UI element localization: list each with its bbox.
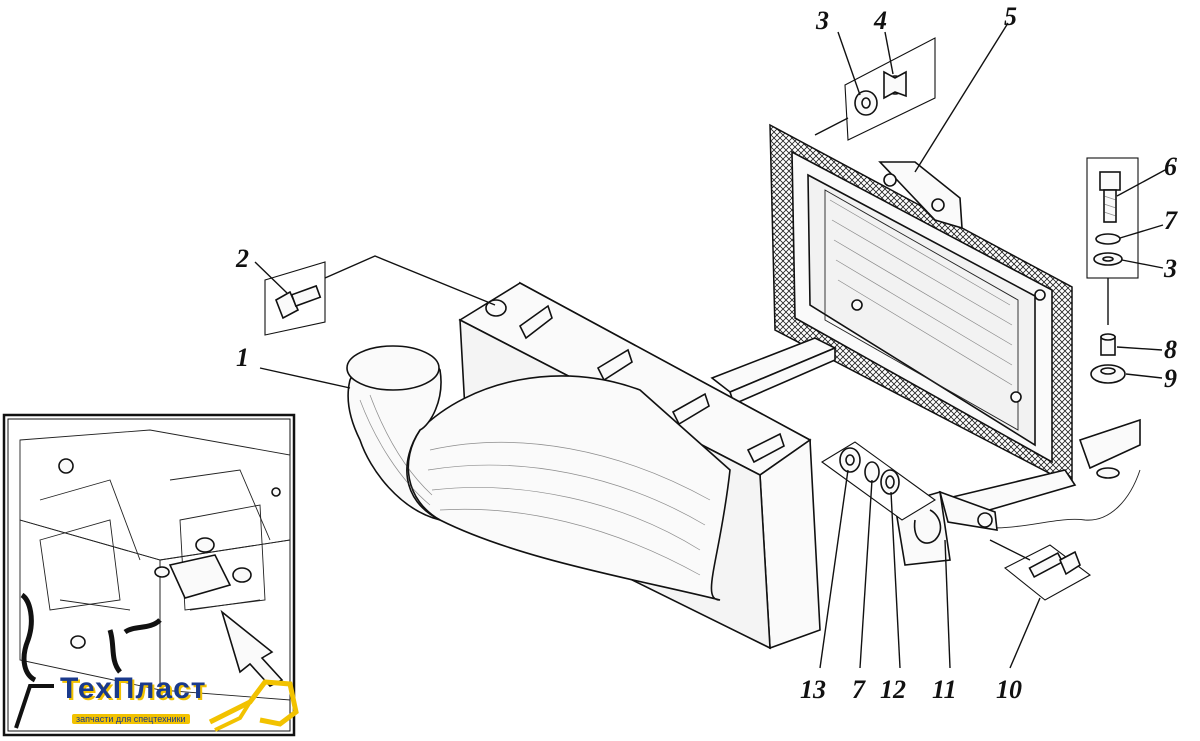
callout-7-bottom: 7: [852, 675, 866, 704]
inset-cabin-drawing: [19, 429, 291, 701]
callout-7-right: 7: [1164, 206, 1178, 235]
logo-tagline: запчасти для спецтехники: [72, 714, 190, 724]
air-duct-housing-part: [346, 281, 821, 650]
callout-12: 12: [880, 675, 906, 704]
logo-name: ТехПласт: [60, 672, 207, 705]
callout-2: 2: [235, 244, 249, 273]
callout-3: 3: [815, 6, 829, 35]
excavator-logo-icon: [14, 679, 299, 732]
callout-5: 5: [1004, 2, 1017, 31]
bolt-2-part: [264, 261, 326, 336]
callout-13: 13: [800, 675, 826, 704]
callout-6: 6: [1164, 152, 1177, 181]
callout-3-right: 3: [1163, 254, 1177, 283]
location-inset: [2, 413, 296, 737]
callout-9: 9: [1164, 364, 1177, 393]
bushing-grommet-8-9: [1090, 333, 1126, 384]
washer-nut-3-4: [844, 37, 936, 141]
bolt-washer-6-7-3: [1086, 157, 1139, 279]
leader-lines: [254, 22, 1166, 669]
inset-heater-unit: [20, 537, 252, 683]
callout-8: 8: [1164, 335, 1177, 364]
mounting-bracket-part: [710, 337, 1141, 529]
callout-4: 4: [873, 6, 887, 35]
callout-11: 11: [932, 675, 957, 704]
gasket-frame-part: [769, 123, 1073, 487]
callout-1: 1: [236, 343, 249, 372]
callout-labels: 1 2 3 4 5 6 7 3 8 9 13 7 12 11 10: [235, 2, 1178, 704]
techplast-logo: ТехПласт запчасти для спецтехники: [10, 672, 300, 738]
callout-10: 10: [996, 675, 1022, 704]
washer-set-13-7-12: [821, 441, 936, 521]
